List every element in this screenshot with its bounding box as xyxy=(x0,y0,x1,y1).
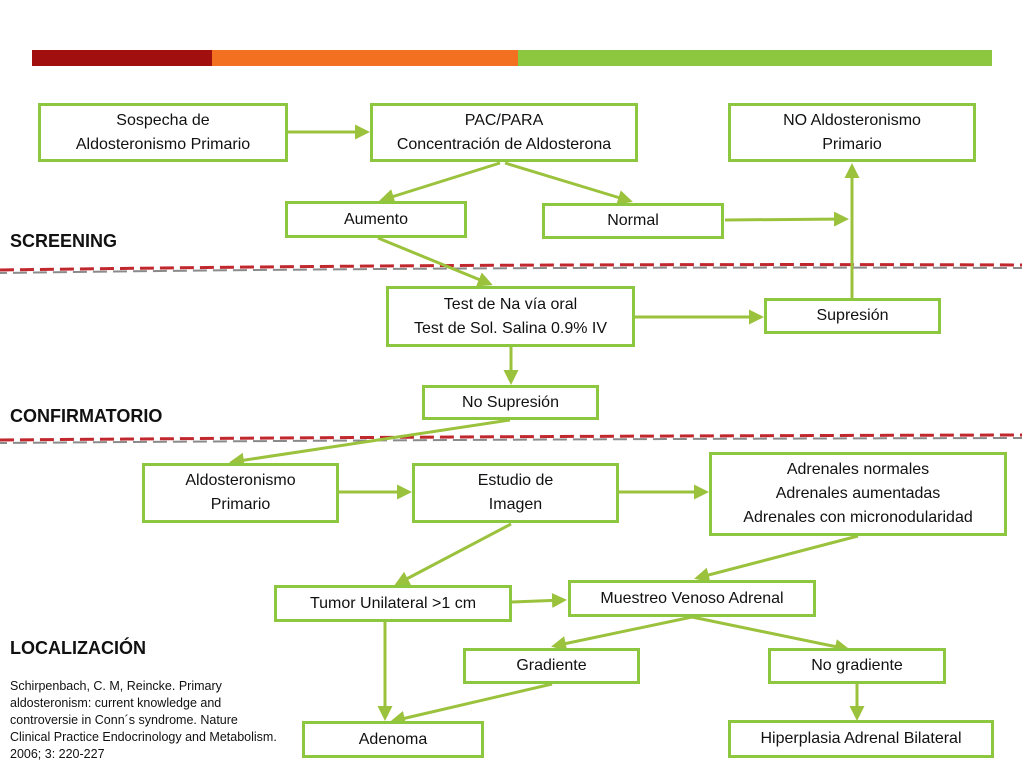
arrow-pac-normal xyxy=(504,161,633,205)
arrow-gradiente-adenoma xyxy=(390,682,553,726)
divider-screening xyxy=(0,263,1023,274)
box-supresion: Supresión xyxy=(764,298,941,334)
section-confirmatorio: CONFIRMATORIO xyxy=(10,406,163,426)
header-bar-green xyxy=(518,50,992,66)
arrow-normal-join xyxy=(724,211,849,227)
box-no-gradiente: No gradiente xyxy=(768,648,946,684)
box-hiperplasia: Hiperplasia Adrenal Bilateral xyxy=(728,720,994,758)
box-pac-para: PAC/PARA Concentración de Aldosterona xyxy=(370,103,638,162)
arrow-aumento-test xyxy=(377,236,493,287)
box-muestreo-venoso: Muestreo Venoso Adrenal xyxy=(568,580,816,617)
citation-text: Schirpenbach, C. M, Reincke. Primary ald… xyxy=(10,679,277,761)
box-tumor-unilateral: Tumor Unilateral >1 cm xyxy=(274,585,512,622)
box-adenoma: Adenoma xyxy=(302,721,484,758)
box-estudio-imagen: Estudio de Imagen xyxy=(412,463,619,523)
arrow-pac-aumento xyxy=(379,161,501,204)
section-screening: SCREENING xyxy=(10,231,118,251)
arrow-adrenales-muestreo xyxy=(694,534,859,583)
arrow-muestreo-gradiente xyxy=(551,615,693,651)
box-aldosteronismo-primario: Aldosteronismo Primario xyxy=(142,463,339,523)
box-sospecha: Sospecha de Aldosteronismo Primario xyxy=(38,103,288,162)
arrow-nosupresion-aldo xyxy=(229,418,511,468)
box-adrenales: Adrenales normales Adrenales aumentadas … xyxy=(709,452,1007,536)
arrow-tumor-muestreo xyxy=(511,592,567,608)
header-bar-red xyxy=(32,50,212,66)
box-normal: Normal xyxy=(542,203,724,239)
box-no-supresion: No Supresión xyxy=(422,385,599,420)
arrow-estudio-tumor xyxy=(394,522,512,586)
section-localizacion: LOCALIZACIÓN xyxy=(10,638,146,658)
box-no-aldosteronismo: NO Aldosteronismo Primario xyxy=(728,103,976,162)
box-gradiente: Gradiente xyxy=(463,648,640,684)
arrow-muestreo-nogradiente xyxy=(691,615,850,654)
header-bar-orange xyxy=(212,50,518,66)
box-aumento: Aumento xyxy=(285,201,467,238)
box-test: Test de Na vía oral Test de Sol. Salina … xyxy=(386,286,635,347)
divider-confirmatorio xyxy=(0,433,1023,444)
